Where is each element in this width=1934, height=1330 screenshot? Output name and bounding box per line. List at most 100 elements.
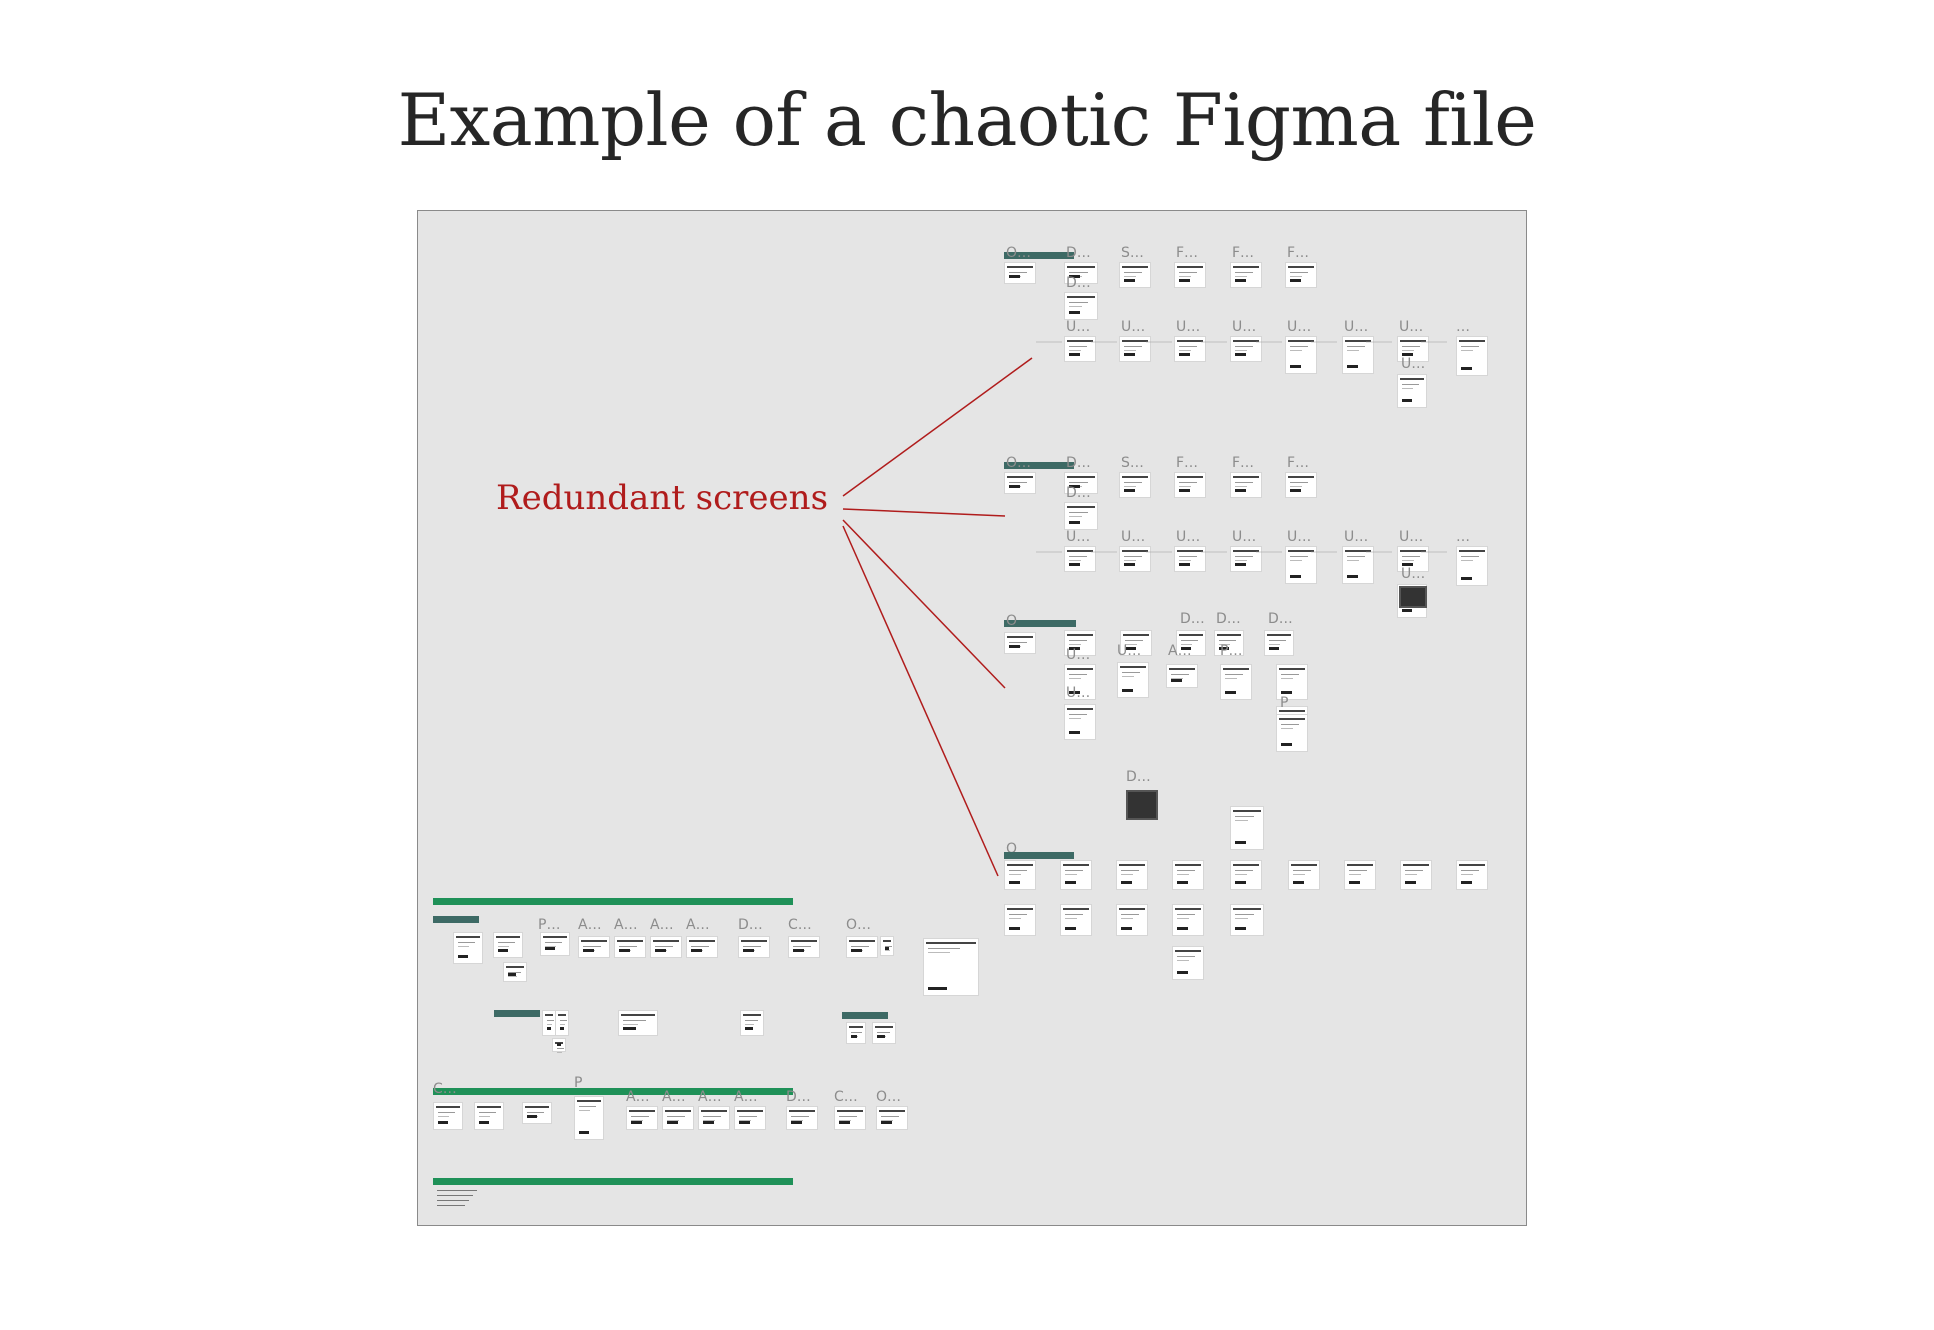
screen-frame — [1174, 336, 1206, 362]
screen-frame — [1174, 472, 1206, 498]
frame-label: A… — [626, 1089, 650, 1105]
screen-frame — [1116, 904, 1148, 936]
dark-frame — [1399, 586, 1427, 608]
screen-frame — [1004, 904, 1036, 936]
screen-frame — [740, 1010, 764, 1036]
frame-label: U… — [1066, 529, 1091, 545]
frame-label: D… — [738, 917, 763, 933]
section-header — [433, 1088, 793, 1095]
frame-label: U… — [1066, 685, 1091, 701]
frame-label: D… — [1180, 611, 1205, 627]
screen-frame — [1176, 630, 1206, 656]
note-line — [437, 1195, 473, 1196]
screen-frame — [1285, 336, 1317, 374]
screen-frame — [1119, 546, 1151, 572]
screen-frame — [738, 936, 770, 958]
section-header — [1004, 852, 1074, 859]
screen-frame — [1064, 630, 1096, 656]
screen-frame — [846, 1022, 866, 1044]
screen-frame — [786, 1106, 818, 1130]
frame-label: U… — [1176, 529, 1201, 545]
screen-frame — [1397, 336, 1429, 362]
frame-label: U… — [1232, 529, 1257, 545]
frame-label: S… — [1121, 455, 1144, 471]
frame-label: S… — [1121, 245, 1144, 261]
section-header — [433, 898, 793, 905]
screen-frame — [1230, 546, 1262, 572]
frame-label: U… — [1399, 319, 1424, 335]
screen-frame — [788, 936, 820, 958]
screen-frame — [614, 936, 646, 958]
screen-frame — [1214, 630, 1244, 656]
frame-label: F… — [1287, 455, 1310, 471]
section-header — [1004, 462, 1074, 469]
screen-frame — [1276, 714, 1308, 752]
screen-frame — [618, 1010, 658, 1036]
frame-label: P… — [538, 917, 561, 933]
frame-label: A… — [650, 917, 674, 933]
screen-frame — [1004, 860, 1036, 890]
frame-label: U… — [1121, 529, 1146, 545]
screen-frame — [1064, 704, 1096, 740]
screen-frame — [1064, 472, 1098, 494]
screen-frame — [1064, 336, 1096, 362]
screen-frame — [662, 1106, 694, 1130]
frame-label: D… — [1066, 275, 1091, 291]
frame-label: … — [1456, 529, 1470, 545]
screen-frame — [1456, 336, 1488, 376]
frame-label: P… — [1220, 643, 1243, 659]
screen-frame — [522, 1102, 552, 1124]
screen-frame — [1174, 546, 1206, 572]
screen-frame — [1172, 860, 1204, 890]
frame-label: … — [1456, 319, 1470, 335]
screen-frame — [493, 932, 523, 958]
screen-frame — [1230, 806, 1264, 850]
screen-frame — [1230, 262, 1262, 288]
frame-label: O… — [846, 917, 872, 933]
frame-label: O… — [1006, 455, 1032, 471]
screen-frame — [1230, 336, 1262, 362]
screen-frame — [542, 1010, 556, 1036]
frame-label: U… — [1066, 647, 1091, 663]
screen-frame — [555, 1010, 569, 1036]
screen-frame — [1064, 546, 1096, 572]
frame-label: D… — [1126, 769, 1151, 785]
frame-label: O — [1006, 841, 1018, 857]
screen-frame — [1230, 860, 1262, 890]
screen-frame — [686, 936, 718, 958]
frame-label: F… — [1232, 245, 1255, 261]
frame-label: D… — [786, 1089, 811, 1105]
section-header — [1004, 252, 1074, 259]
frame-label: U… — [1287, 529, 1312, 545]
frame-label: A… — [662, 1089, 686, 1105]
frame-label: U… — [1287, 319, 1312, 335]
screen-frame — [1004, 632, 1036, 654]
frame-label: U… — [1117, 643, 1142, 659]
screen-frame — [578, 936, 610, 958]
slide-title: Example of a chaotic Figma file — [397, 78, 1537, 162]
screen-frame — [453, 932, 483, 964]
frame-label: D… — [1066, 485, 1091, 501]
screen-frame — [1344, 860, 1376, 890]
section-header — [1004, 620, 1076, 627]
frame-label: D… — [1066, 245, 1091, 261]
frame-label: U… — [1066, 319, 1091, 335]
screen-frame — [1285, 546, 1317, 584]
frame-label: O… — [876, 1089, 902, 1105]
screen-frame — [1004, 262, 1036, 284]
screen-frame — [1120, 630, 1152, 656]
frame-label: U… — [1344, 319, 1369, 335]
note-line — [437, 1205, 465, 1206]
dark-frame — [1126, 790, 1158, 820]
frame-label: A… — [1168, 643, 1192, 659]
screen-frame — [1456, 546, 1488, 586]
screen-frame — [1172, 946, 1204, 980]
frame-label: A… — [578, 917, 602, 933]
frame-label: P — [574, 1075, 583, 1091]
frame-label: U… — [1344, 529, 1369, 545]
screen-frame — [1342, 336, 1374, 374]
screen-frame — [1117, 662, 1149, 698]
section-header — [494, 1010, 540, 1017]
screen-frame — [433, 1102, 463, 1130]
screen-frame — [734, 1106, 766, 1130]
